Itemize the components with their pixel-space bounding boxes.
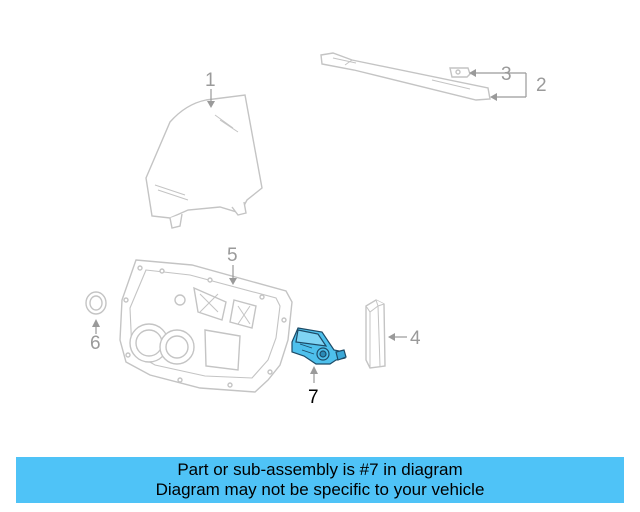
- callout-3: 3: [501, 64, 512, 85]
- part-7-window-motor[interactable]: [291, 327, 347, 365]
- callout-5: 5: [227, 245, 238, 266]
- caption-line-2: Diagram may not be specific to your vehi…: [155, 480, 485, 499]
- part-6-plug[interactable]: [85, 291, 107, 315]
- callout-6: 6: [90, 333, 101, 354]
- part-4-bracket[interactable]: [365, 299, 386, 369]
- callout-7: 7: [308, 387, 319, 408]
- callout-1: 1: [205, 70, 216, 91]
- caption-line-1: Part or sub-assembly is #7 in diagram: [177, 460, 463, 479]
- part-5-inner-panel[interactable]: [119, 259, 293, 393]
- part-2-rail[interactable]: [320, 52, 491, 101]
- callout-2: 2: [536, 75, 547, 96]
- callout-labels: 1 2 3 4 5 6 7: [90, 64, 547, 408]
- callout-4: 4: [410, 328, 421, 349]
- part-1-window-glass[interactable]: [145, 94, 263, 229]
- caption-bar: Part or sub-assembly is #7 in diagram Di…: [16, 457, 624, 503]
- part-3-clip[interactable]: [449, 67, 471, 78]
- leader-lines: [92, 69, 527, 383]
